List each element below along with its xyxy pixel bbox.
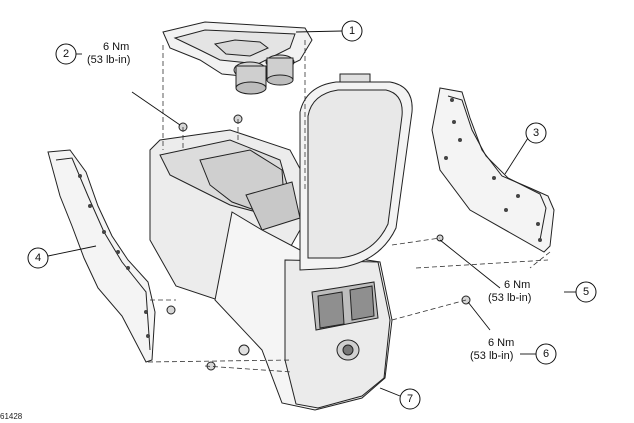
callout-2-number: 2 xyxy=(63,48,69,60)
callout-7: 7 xyxy=(399,388,421,410)
callout-4: 4 xyxy=(27,247,49,269)
callout-5: 6 Nm (53 lb-in) 5 xyxy=(488,279,597,304)
callout-2-torque: 6 Nm xyxy=(103,41,129,53)
callout-3-number: 3 xyxy=(533,127,539,139)
callout-5-torque-imperial: (53 lb-in) xyxy=(488,292,531,304)
callout-5-number: 5 xyxy=(583,286,589,298)
callout-2-torque-imperial: (53 lb-in) xyxy=(87,54,130,66)
callout-5-torque: 6 Nm xyxy=(504,279,530,291)
power-socket xyxy=(336,339,360,361)
callout-2: 2 6 Nm (53 lb-in) xyxy=(55,41,130,66)
callout-4-number: 4 xyxy=(35,252,41,264)
alignment-lines xyxy=(147,40,551,373)
callout-1-number: 1 xyxy=(349,25,355,37)
figure-id: 61428 xyxy=(0,412,23,421)
callout-3: 3 xyxy=(525,122,547,144)
armrest-lid xyxy=(299,73,413,271)
callout-6-torque: 6 Nm xyxy=(488,337,514,349)
callout-6-torque-imperial: (53 lb-in) xyxy=(470,350,513,362)
callout-7-number: 7 xyxy=(407,393,413,405)
callout-6: 6 Nm (53 lb-in) 6 xyxy=(470,337,557,365)
leader-lines xyxy=(47,30,576,397)
right-side-trim-panel xyxy=(431,87,555,253)
cup-holder-insert xyxy=(162,21,313,95)
rear-air-vent xyxy=(311,281,379,331)
callout-1: 1 xyxy=(341,20,363,42)
callout-6-number: 6 xyxy=(543,348,549,360)
left-side-trim-panel xyxy=(47,149,156,363)
